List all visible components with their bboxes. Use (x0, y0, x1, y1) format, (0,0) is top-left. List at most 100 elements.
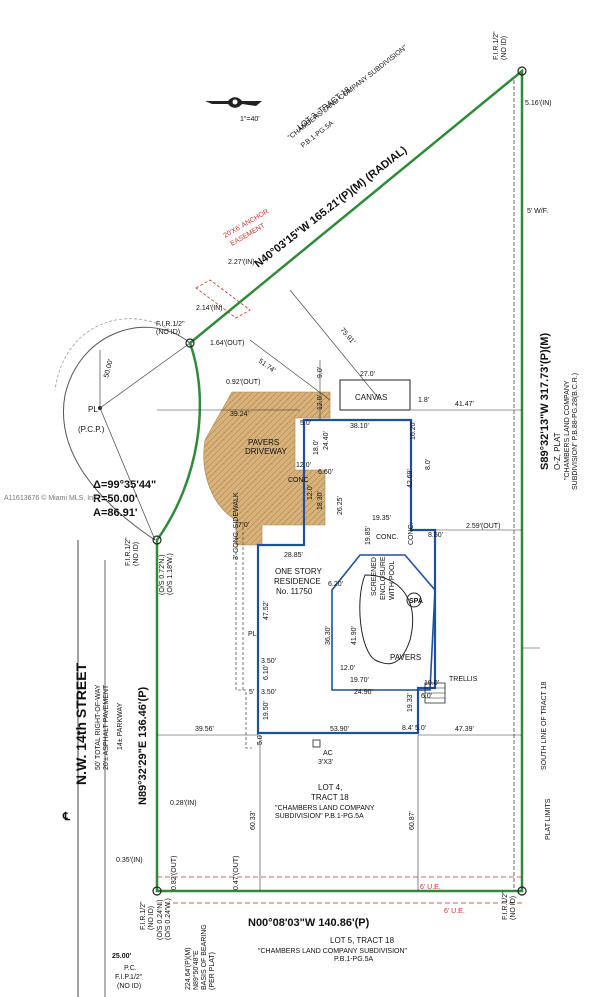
south-line-label: SOUTH LINE OF TRACT 18 (541, 681, 548, 770)
dim-227: 2.27'(IN) (228, 259, 255, 266)
dim-1620: 16.20' (410, 421, 417, 440)
residence-line2: RESIDENCE (274, 577, 321, 586)
sidewalk (235, 522, 252, 749)
dim-50: 5.0' (300, 420, 311, 427)
oz-line2: "CHAMBERS LAND COMPANY (564, 380, 571, 480)
lot4-line3: "CHAMBERS LAND COMPANY (275, 805, 375, 812)
pavers-label: PAVERS (390, 653, 421, 662)
dim-100: 10.0' (424, 680, 439, 687)
dim-4147: 41.47' (455, 401, 474, 408)
ac-unit (312, 739, 321, 748)
spa-icon (406, 592, 422, 608)
fir-bottom-left-label: F.I.R.1/2" (140, 901, 147, 930)
cul-de-sac-curve (63, 327, 191, 541)
pool-line1: SCREENED (371, 557, 378, 596)
row-line1: 50' TOTAL RIGHT-OF-WAY (95, 684, 102, 770)
anchor-easement (195, 279, 251, 319)
dim-2490: 24.90' (354, 689, 373, 696)
dim-120d: 12.0' (340, 665, 355, 672)
dim-3924: 39.24' (230, 411, 249, 418)
dim-180: 18.0' (313, 440, 320, 455)
dim-1970: 19.70' (350, 677, 369, 684)
curve-arc: A=86.91' (93, 507, 138, 519)
radius-label: 50.00' (103, 358, 115, 378)
fir-left-label: F.I.R.1/2" (125, 537, 132, 566)
dim-072: (O/S 0.72'N.) (159, 554, 166, 595)
dim-900: 9.0' (317, 367, 324, 378)
dim-092: 0.92'(OUT) (226, 379, 260, 386)
scale-label: 1"=40' (240, 116, 260, 123)
spa-label: SPA (409, 598, 423, 605)
fir-top-right-marker (517, 66, 527, 76)
dim-18: 1.8' (418, 397, 429, 404)
trellis-label: TRELLIS (449, 676, 478, 683)
bearing-east: S89°32'13"W 317.73'(P)(M) (539, 333, 551, 470)
fir-top-left-noid: (NO ID) (156, 329, 180, 336)
sidewalk-label: 3' CONC. SIDEWALK (233, 492, 240, 560)
dim-1933: 19.33' (407, 693, 414, 712)
dim-350b: 3.50' (261, 689, 276, 696)
pavers-driveway-line1: PAVERS (248, 438, 279, 447)
lot5-line3: P.B.1-PG.5A (334, 956, 374, 963)
trellis-structure (424, 682, 446, 704)
dim-164: 1.64'(OUT) (210, 340, 244, 347)
dim-22464: 224.64'(P)(M) (185, 947, 192, 990)
dim-660: 6.60' (318, 469, 333, 476)
lot-boundary (155, 68, 524, 893)
dim-047: 0.47'(OUT) (233, 856, 240, 890)
dim-259: 2.59'(OUT) (466, 523, 500, 530)
pcp-label: (P.C.P.) (78, 425, 105, 434)
lot5-line1: LOT 5, TRACT 18 (330, 936, 395, 945)
dim-4739: 47.39' (455, 726, 474, 733)
dim-60: 6.0' (421, 693, 432, 700)
dim-5: 5' (249, 689, 254, 696)
canvas-structure (339, 379, 411, 411)
dim-1830: 18.30' (317, 491, 324, 510)
fir-bottom-right-label: F.I.R.1/2" (502, 891, 509, 920)
pool-shape (359, 574, 414, 665)
dim-120b: 12.0' (296, 462, 311, 469)
lot4-line1: LOT 4, (318, 783, 342, 792)
oz-line3: SUBDIVISION" P.B.88-PG.28(B.C.R.) (572, 373, 579, 490)
fir-top-left-marker (185, 338, 195, 348)
dim-5174: 51.74' (257, 358, 276, 375)
dim-3630: 36.30' (325, 626, 332, 645)
dim-516: 5.16'(IN) (525, 100, 552, 107)
dim-120c: 12.0' (307, 485, 314, 500)
centerline-symbol: ℄ (62, 811, 71, 823)
dim-035: 0.35'(IN) (116, 857, 143, 864)
dim-850: 8.50' (428, 532, 443, 539)
dim-1950: 19.50' (263, 701, 270, 720)
dim-80: 8.0' (425, 459, 432, 470)
parkway-label: 14± PARKWAY (117, 702, 124, 750)
dim-2625: 26.25' (337, 496, 344, 515)
fip-label: F.I.P.1/2" (115, 974, 143, 981)
dim-815: 8.4' 5.0' (402, 725, 426, 732)
dim-n89: N89°50'48"E (192, 950, 200, 990)
dim-6087: 60.87' (409, 811, 416, 830)
dim-028: 0.28'(IN) (170, 800, 197, 807)
dim-214: 2.14'(IN) (196, 305, 223, 312)
lot5-line2: "CHAMBERS LAND COMPANY SUBDIVISION" (258, 948, 408, 955)
lot4-line2: TRACT 18 (311, 793, 349, 802)
wood-fence-label: 5' W/F. (527, 208, 548, 215)
ac-line1: AC (323, 750, 333, 757)
dim-3810: 38.10' (350, 423, 369, 430)
residence-line3: No. 11750 (276, 587, 313, 596)
street-name: N.W. 14th STREET (73, 662, 89, 785)
pl-label-2: PL (248, 631, 257, 638)
dim-1985: 19.85' (365, 526, 372, 545)
fir-bottom-right-noid: (NO ID) (510, 896, 517, 920)
residence-line1: ONE STORY (275, 567, 322, 576)
dim-118: (O/S 1.18'W.) (167, 553, 174, 595)
canvas-label: CANVAS (355, 393, 387, 402)
dim-6033: 60.33' (250, 811, 257, 830)
fir-bottom-right-marker (517, 886, 527, 896)
conc-label-3: CONC. (408, 522, 415, 545)
fir-top-right-label: F.I.R.1/2" (493, 31, 500, 60)
bearing-west: N89°32'29"E 136.46'(P) (137, 686, 149, 805)
ue-label-2: 6' U.E. (444, 908, 465, 915)
pavers-driveway-line2: DRIVEWAY (245, 447, 287, 456)
dim-1935: 19.35' (372, 515, 391, 522)
